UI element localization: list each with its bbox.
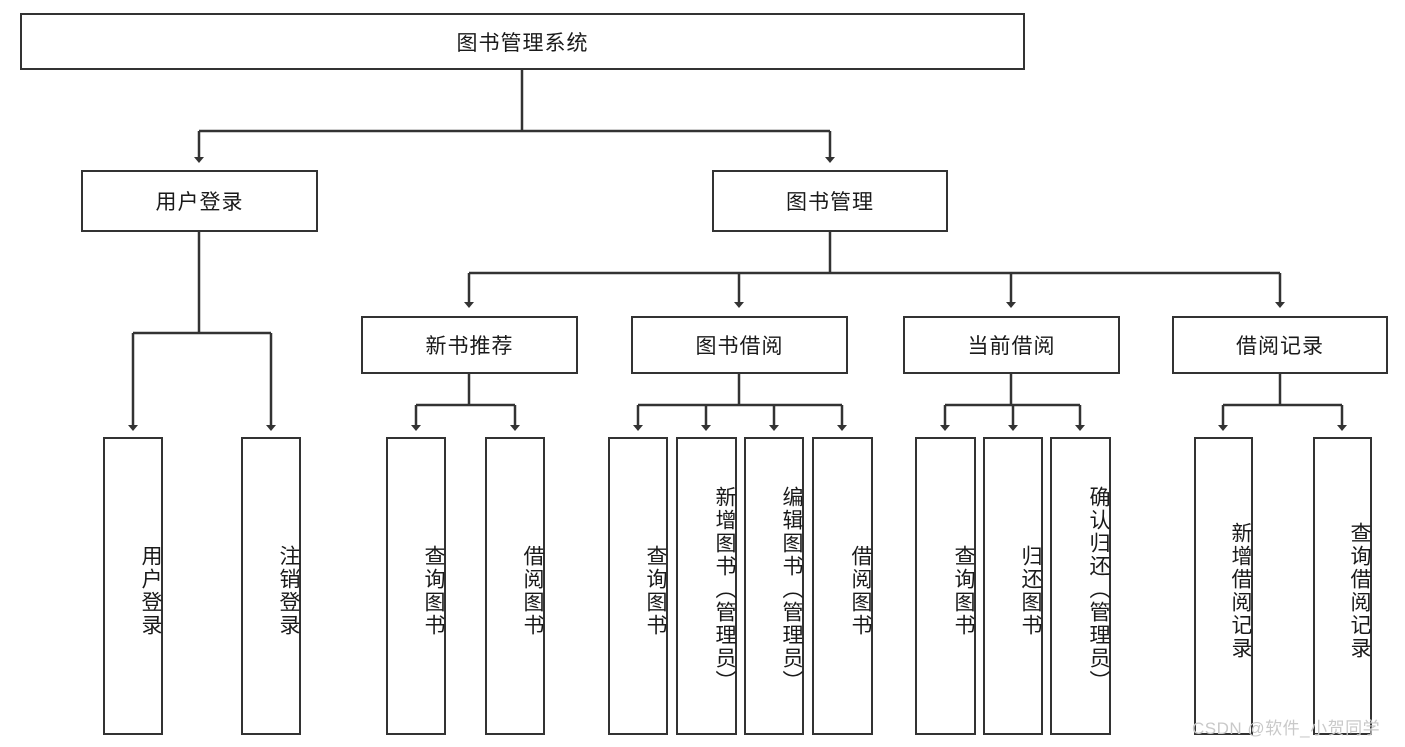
node-root-system[interactable]: 图书管理系统 xyxy=(20,13,1025,70)
leaf-borrow-book-recommend[interactable]: 借阅图书 xyxy=(485,437,545,735)
leaf-add-book-admin[interactable]: 新增图书（管理员） xyxy=(676,437,737,735)
node-new-book-recommend[interactable]: 新书推荐 xyxy=(361,316,578,374)
leaf-query-book-borrow[interactable]: 查询图书 xyxy=(608,437,668,735)
node-label: 确认归还（管理员） xyxy=(1087,485,1110,693)
node-label: 查询借阅记录 xyxy=(1348,522,1371,660)
node-book-management[interactable]: 图书管理 xyxy=(712,170,948,232)
node-label: 归还图书 xyxy=(1019,545,1042,637)
node-book-borrow[interactable]: 图书借阅 xyxy=(631,316,848,374)
leaf-query-book-recommend[interactable]: 查询图书 xyxy=(386,437,446,735)
node-label: 查询图书 xyxy=(422,545,445,637)
node-user-login[interactable]: 用户登录 xyxy=(81,170,318,232)
watermark-text: CSDN @软件_小贺同学 xyxy=(1192,719,1381,738)
node-label: 用户登录 xyxy=(155,191,244,214)
node-label: 图书借阅 xyxy=(695,335,784,358)
leaf-add-borrow-record[interactable]: 新增借阅记录 xyxy=(1194,437,1253,735)
node-label: 借阅图书 xyxy=(521,545,544,637)
node-current-borrow[interactable]: 当前借阅 xyxy=(903,316,1120,374)
node-label: 新增借阅记录 xyxy=(1229,522,1252,660)
leaf-query-borrow-record[interactable]: 查询借阅记录 xyxy=(1313,437,1372,735)
leaf-borrow-book[interactable]: 借阅图书 xyxy=(812,437,873,735)
leaf-query-book-current[interactable]: 查询图书 xyxy=(915,437,976,735)
leaf-confirm-return-admin[interactable]: 确认归还（管理员） xyxy=(1050,437,1111,735)
node-label: 图书管理 xyxy=(786,191,874,214)
leaf-user-login[interactable]: 用户登录 xyxy=(103,437,163,735)
node-label: 注销登录 xyxy=(277,545,300,637)
node-borrow-record[interactable]: 借阅记录 xyxy=(1172,316,1388,374)
node-label: 查询图书 xyxy=(644,545,667,637)
leaf-logout-login[interactable]: 注销登录 xyxy=(241,437,301,735)
leaf-edit-book-admin[interactable]: 编辑图书（管理员） xyxy=(744,437,804,735)
node-label: 编辑图书（管理员） xyxy=(780,485,803,693)
node-label: 借阅图书 xyxy=(849,545,872,637)
node-label: 图书管理系统 xyxy=(456,31,589,55)
node-label: 用户登录 xyxy=(139,545,162,637)
node-label: 当前借阅 xyxy=(967,335,1056,358)
node-label: 新书推荐 xyxy=(425,335,514,358)
node-label: 新增图书（管理员） xyxy=(713,485,736,693)
node-label: 借阅记录 xyxy=(1236,335,1324,358)
node-label: 查询图书 xyxy=(952,545,975,637)
leaf-return-book[interactable]: 归还图书 xyxy=(983,437,1043,735)
